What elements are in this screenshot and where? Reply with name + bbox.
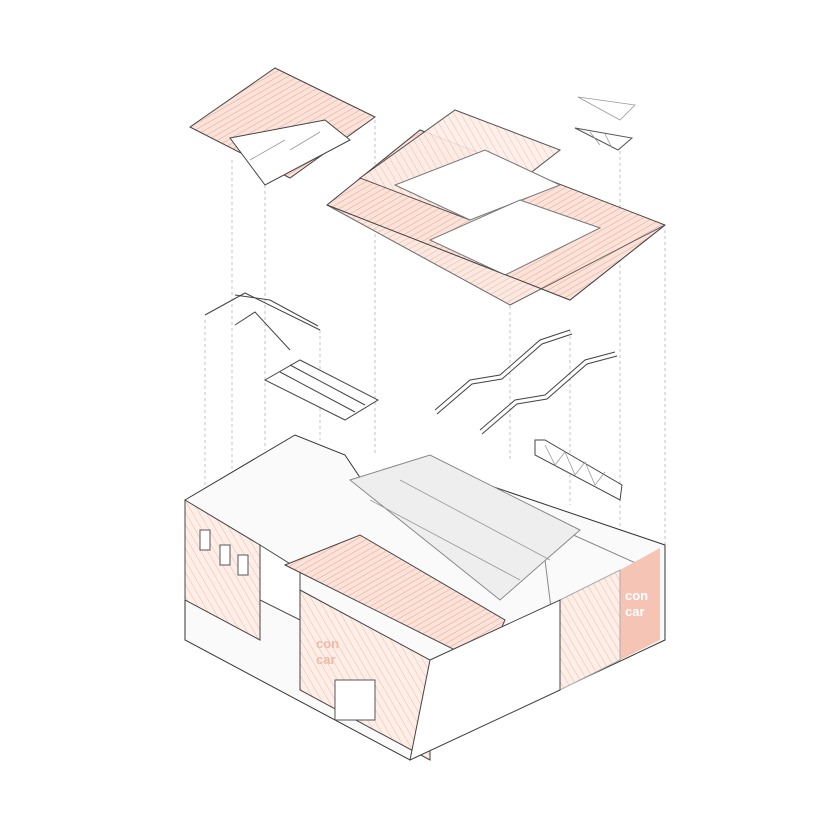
main-sawtooth-roof: [326, 109, 666, 306]
steel-truss: [534, 439, 623, 501]
stair-stringers: [434, 329, 618, 435]
sign-text: con: [316, 636, 339, 651]
sign-text: car: [316, 652, 336, 667]
roof-trusses: [204, 292, 380, 421]
sign-text: con: [625, 588, 648, 603]
sign-right: con car: [625, 588, 648, 619]
sign-left: con car: [316, 636, 339, 667]
small-roof: [189, 67, 376, 186]
building-base: [184, 434, 666, 761]
sign-text: car: [625, 604, 645, 619]
skylight-components: [574, 96, 636, 151]
